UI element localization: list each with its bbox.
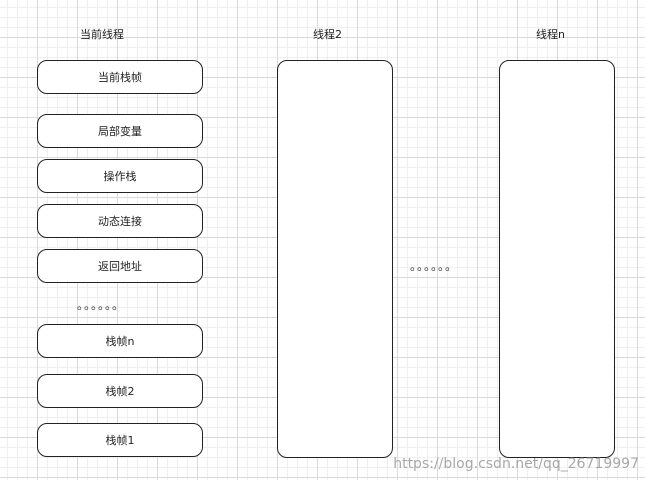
thread2-title: 线程2: [313, 28, 342, 41]
threadn-title: 线程n: [536, 28, 565, 41]
stack-frame-return-address: 返回地址: [37, 249, 203, 283]
current-thread-title: 当前线程: [80, 28, 124, 41]
stack-frame-dynamic-link: 动态连接: [37, 204, 203, 238]
stack-frame-local-vars: 局部变量: [37, 114, 203, 148]
watermark: https://blog.csdn.net/qq_26719997: [393, 456, 639, 472]
stack-ellipsis: 。。。。。。: [77, 298, 126, 312]
threads-ellipsis: 。。。。。。: [410, 259, 459, 273]
stack-frame-operand-stack: 操作栈: [37, 159, 203, 193]
stack-frame-1: 栈帧1: [37, 423, 203, 457]
threadn-stack-box: [499, 60, 615, 458]
stack-frame-current: 当前栈帧: [37, 60, 203, 94]
stack-frame-2: 栈帧2: [37, 374, 203, 408]
stack-frame-n: 栈帧n: [37, 324, 203, 358]
thread2-stack-box: [277, 60, 393, 458]
